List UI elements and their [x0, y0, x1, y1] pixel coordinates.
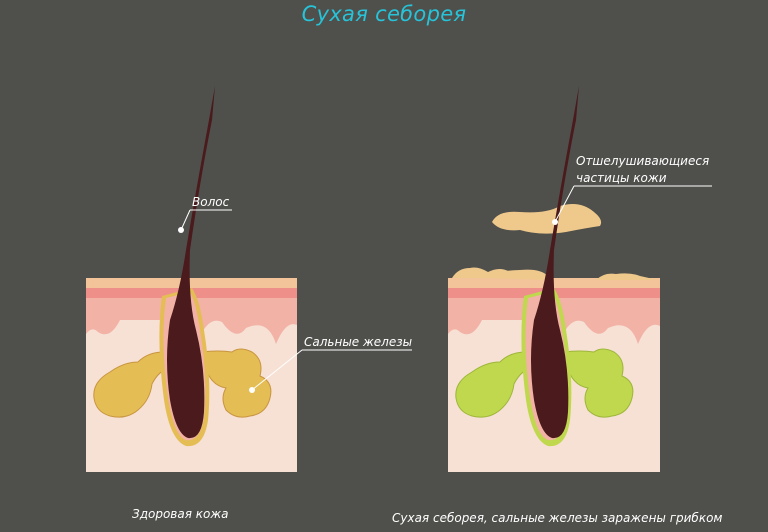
seborrhea-hair [531, 86, 579, 439]
gland-label: Сальные железы [304, 335, 412, 349]
healthy-skin-surface [86, 278, 297, 288]
caption-healthy: Здоровая кожа [132, 507, 229, 521]
hair-label-line [180, 209, 191, 231]
flake-label-line [554, 185, 575, 223]
infected-gland-right [563, 348, 634, 418]
flake-label-line1: Отшелушивающиеся [576, 154, 709, 168]
surface-flake-right [596, 273, 658, 280]
floating-flake [492, 204, 602, 234]
healthy-hair [167, 86, 215, 439]
hair-label-dot [178, 227, 184, 233]
diagram-title: Сухая себорея [301, 2, 467, 26]
seborrhea-skin-section: Отшелушивающиеся частицы кожи [448, 86, 712, 472]
gland-label-line [251, 349, 303, 391]
caption-seborrhea: Сухая себорея, сальные железы заражены г… [392, 511, 723, 525]
healthy-gland-right [201, 348, 272, 418]
healthy-gland-left [93, 351, 169, 418]
flake-label-line2: частицы кожи [576, 171, 667, 185]
seborrhea-skin-surface [448, 278, 660, 288]
hair-label: Волос [192, 195, 230, 209]
healthy-skin-section: Волос Сальные железы [86, 86, 412, 472]
surface-flake-center [486, 269, 548, 280]
infected-gland-left [455, 351, 531, 418]
